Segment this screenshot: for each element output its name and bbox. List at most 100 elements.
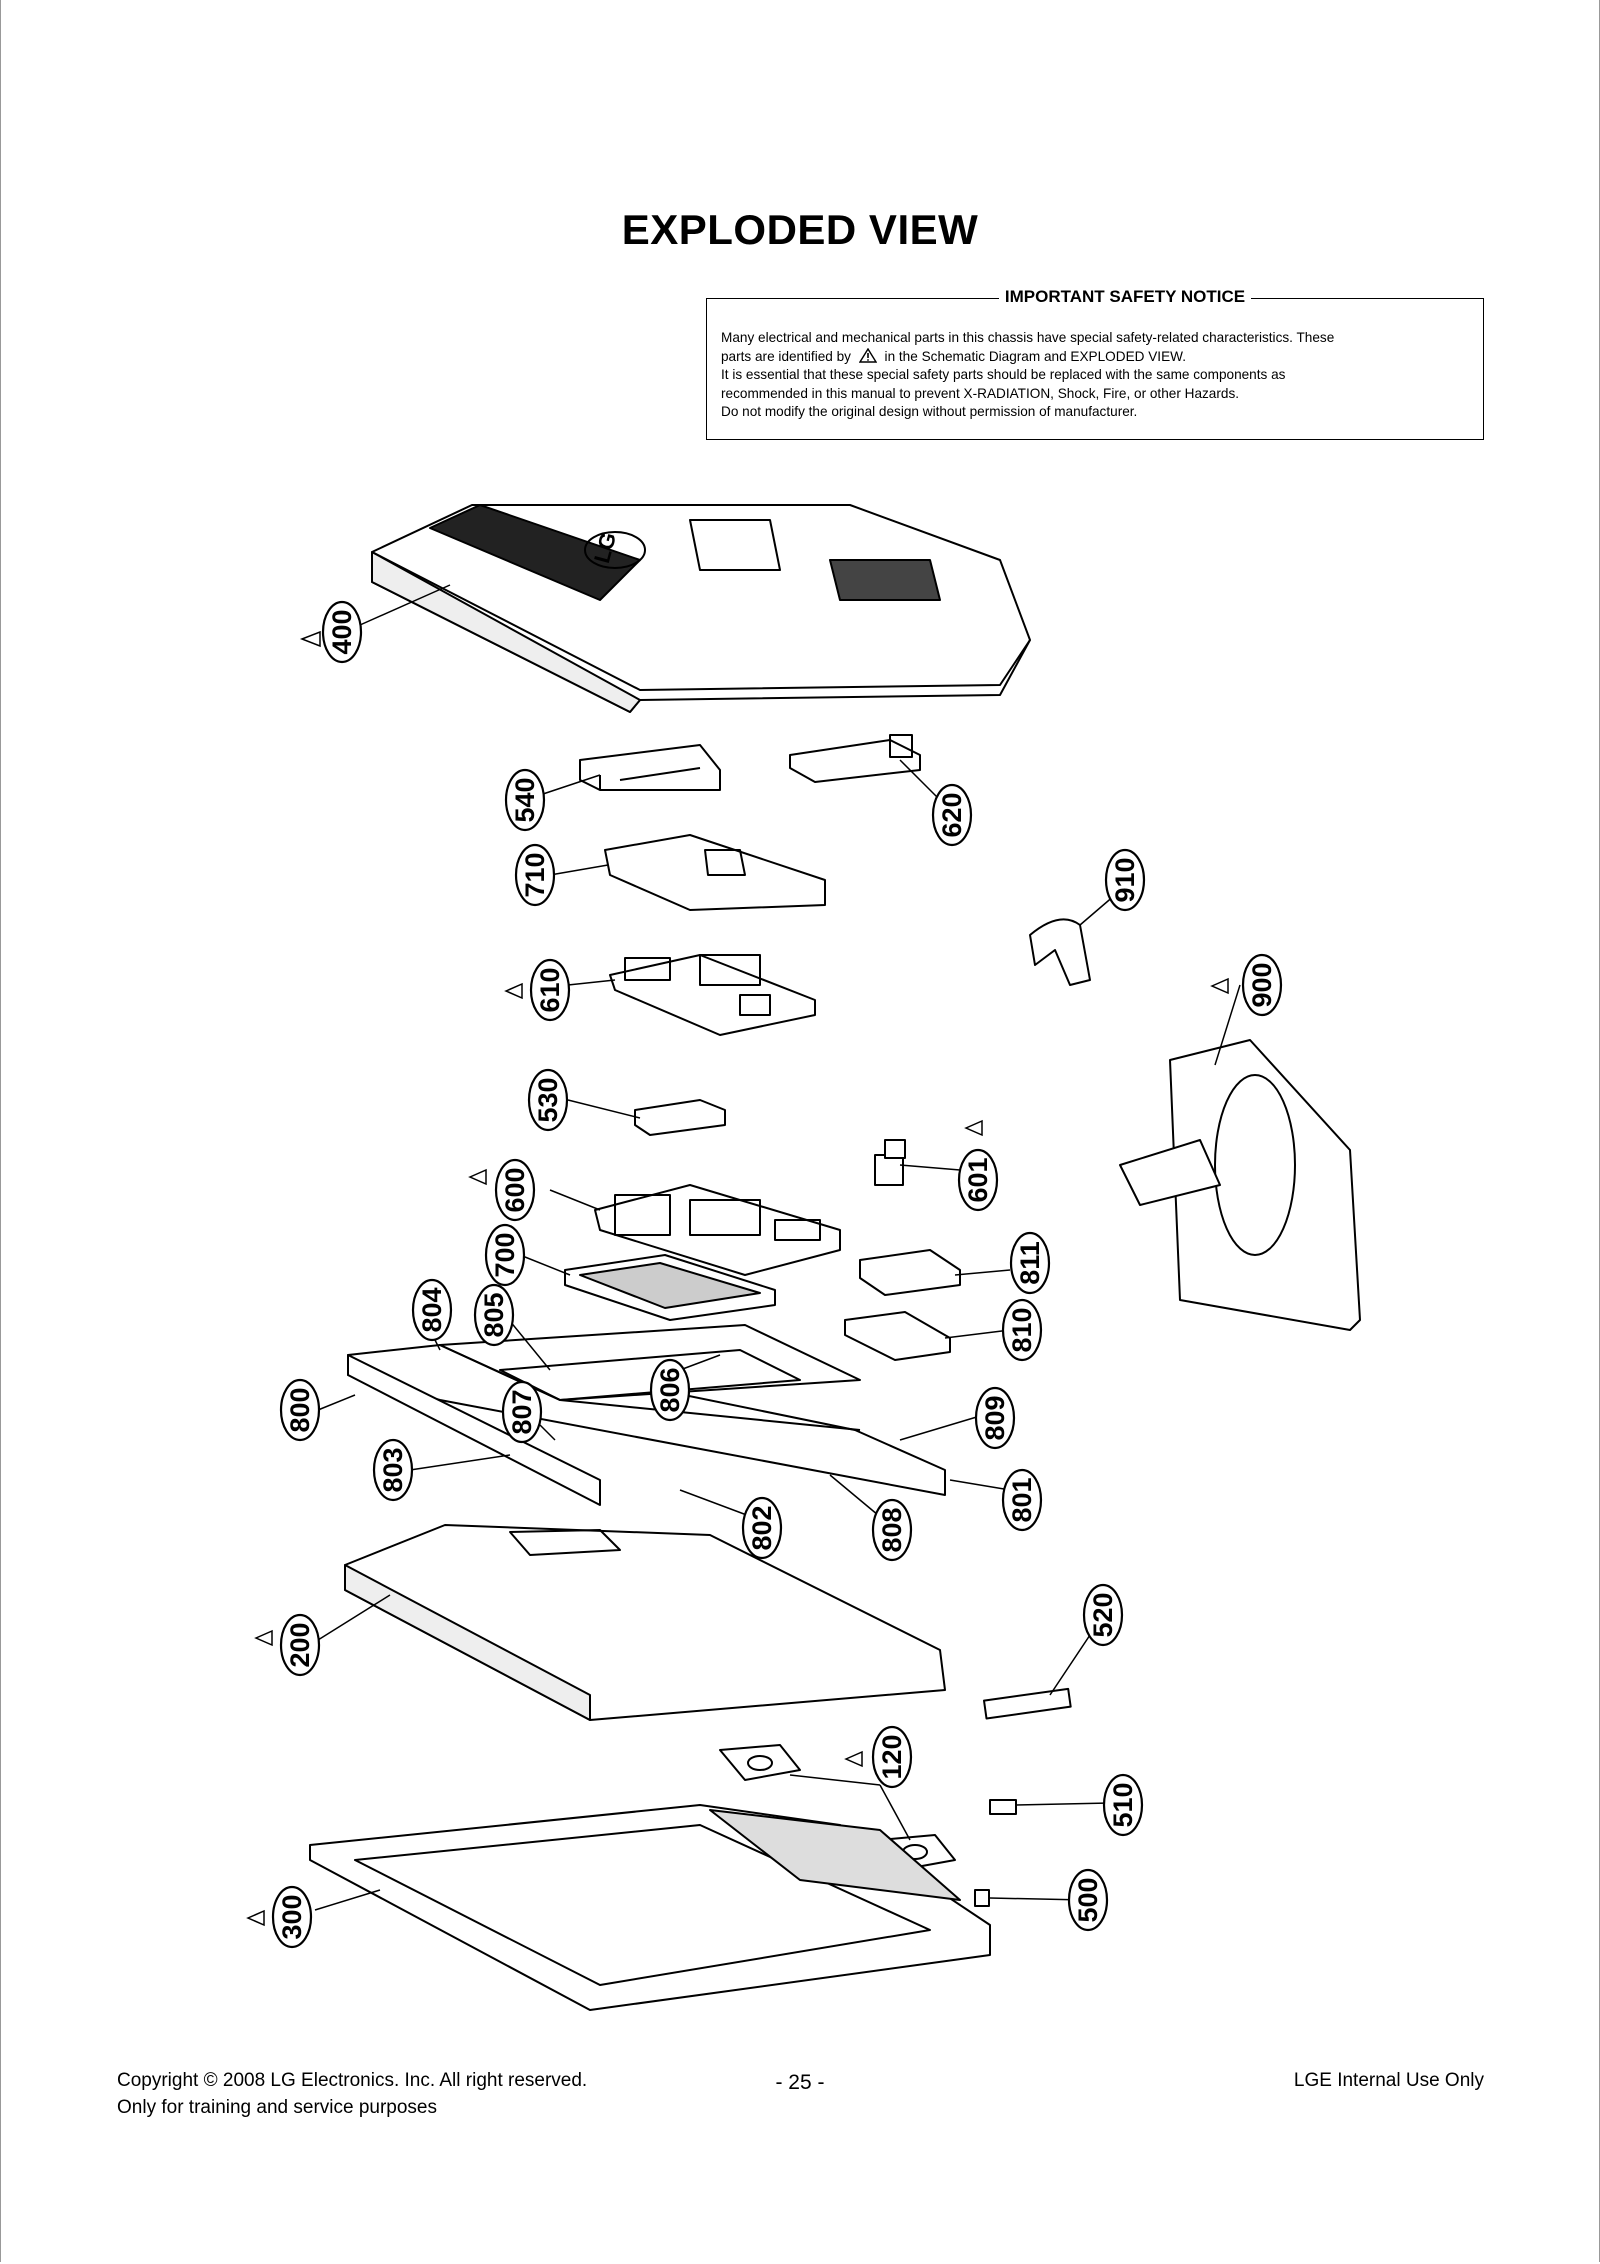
page-title: EXPLODED VIEW (621, 206, 979, 253)
callout-oval (1009, 1231, 1051, 1295)
callout-oval (321, 600, 363, 664)
notice-line-1: Many electrical and mechanical parts in … (721, 330, 1335, 345)
stand-drawing (1119, 1039, 1361, 1331)
callout-520: 520 (1082, 1583, 1124, 1647)
notice-line-2a: parts are identified by (721, 348, 851, 364)
callout-oval (279, 1378, 321, 1442)
callout-label: 610 (535, 967, 565, 1012)
safety-notice-text: Many electrical and mechanical parts in … (721, 329, 1469, 422)
chassis-frame-drawing (347, 1324, 946, 1506)
warning-triangle-icon (964, 1119, 983, 1137)
callout-oval (504, 768, 546, 832)
heat-sink-drawing (564, 1254, 776, 1321)
callout-label: 300 (277, 1894, 307, 1939)
callout-oval (1001, 1298, 1043, 1362)
callout-oval (741, 1496, 783, 1560)
callout-540: 540 (504, 768, 546, 832)
callout-label: 710 (520, 852, 550, 897)
callout-label: 520 (1088, 1592, 1118, 1637)
connector-drawing (634, 1099, 726, 1136)
callout-label: 120 (877, 1734, 907, 1779)
warning-triangle-icon (299, 630, 321, 648)
callout-803: 803 (372, 1438, 414, 1502)
callout-400: 400 (321, 600, 363, 664)
callout-oval (974, 1386, 1016, 1450)
callout-oval (271, 1885, 313, 1949)
callout-808: 808 (871, 1498, 913, 1562)
callout-oval (494, 1158, 536, 1222)
safety-notice-box: IMPORTANT SAFETY NOTICE Many electrical … (706, 287, 1484, 440)
callout-label: 804 (417, 1287, 447, 1332)
callout-oval (1082, 1583, 1124, 1647)
warning-triangle-icon (254, 1629, 273, 1647)
callout-label: 900 (1247, 962, 1277, 1007)
safety-notice-heading-wrap: IMPORTANT SAFETY NOTICE (707, 287, 1483, 307)
psu-board-drawing (594, 1184, 841, 1276)
callout-530: 530 (527, 1068, 569, 1132)
callout-oval (411, 1278, 453, 1342)
callout-label: 500 (1073, 1877, 1103, 1922)
callout-801: 801 (1001, 1468, 1043, 1532)
callout-910: 910 (1104, 848, 1146, 912)
callout-800: 800 (279, 1378, 321, 1442)
callout-label: 540 (510, 777, 540, 822)
callout-300: 300 (271, 1885, 313, 1949)
callout-oval (871, 1498, 913, 1562)
callout-700: 700 (484, 1223, 526, 1287)
callout-oval (957, 1148, 999, 1212)
callout-oval (501, 1380, 543, 1444)
ir-board-drawing (989, 1799, 1017, 1815)
safety-notice-heading: IMPORTANT SAFETY NOTICE (998, 287, 1252, 306)
callout-710: 710 (514, 843, 556, 907)
shield-plate-drawing (604, 834, 826, 911)
callout-200: 200 (279, 1613, 321, 1677)
callout-601: 601 (957, 1148, 999, 1212)
callout-label: 700 (490, 1232, 520, 1277)
warning-triangle-icon (504, 982, 523, 1000)
callout-oval (1241, 953, 1283, 1017)
callout-label: 809 (980, 1395, 1010, 1440)
notice-line-4: recommended in this manual to prevent X-… (721, 385, 1240, 401)
warning-triangle-icon (858, 347, 878, 363)
callout-label: 620 (937, 792, 967, 837)
switch-part-drawing (874, 1139, 906, 1186)
callout-900: 900 (1241, 953, 1283, 1017)
callout-510: 510 (1102, 1773, 1144, 1837)
module-811-drawing (859, 1249, 961, 1296)
warning-triangle-icon (246, 1909, 265, 1927)
warning-triangle-icon (468, 1168, 487, 1186)
callout-label: 801 (1007, 1477, 1037, 1522)
callout-oval (1104, 848, 1146, 912)
callout-804: 804 (411, 1278, 453, 1342)
back-plate-drawing (344, 1524, 946, 1721)
notice-line-2b: in the Schematic Diagram and EXPLODED VI… (884, 348, 1186, 364)
callout-label: 400 (327, 609, 357, 654)
callout-810: 810 (1001, 1298, 1043, 1362)
callout-811: 811 (1009, 1231, 1051, 1295)
callout-807: 807 (501, 1380, 543, 1444)
main-board-drawing (609, 954, 816, 1036)
callout-802: 802 (741, 1496, 783, 1560)
callout-oval (931, 783, 973, 847)
callout-label: 800 (285, 1387, 315, 1432)
callout-label: 810 (1007, 1307, 1037, 1352)
callout-oval (372, 1438, 414, 1502)
small-board-drawing (789, 734, 921, 783)
callout-oval (1102, 1773, 1144, 1837)
callout-809: 809 (974, 1386, 1016, 1450)
module-810-drawing (844, 1311, 951, 1361)
callout-oval (514, 843, 556, 907)
led-part-drawing (974, 1889, 990, 1907)
page-number: - 25 - (775, 2071, 825, 2094)
callout-label: 600 (500, 1167, 530, 1212)
callout-600: 600 (494, 1158, 536, 1222)
callout-oval (529, 958, 571, 1022)
callout-label: 910 (1110, 857, 1140, 902)
callout-806: 806 (649, 1358, 691, 1422)
callout-label: 510 (1108, 1782, 1138, 1827)
notice-line-2: parts are identified by in the Schematic… (721, 347, 1469, 367)
callout-120: 120 (871, 1725, 913, 1789)
callout-oval (484, 1223, 526, 1287)
callout-oval (473, 1283, 515, 1347)
